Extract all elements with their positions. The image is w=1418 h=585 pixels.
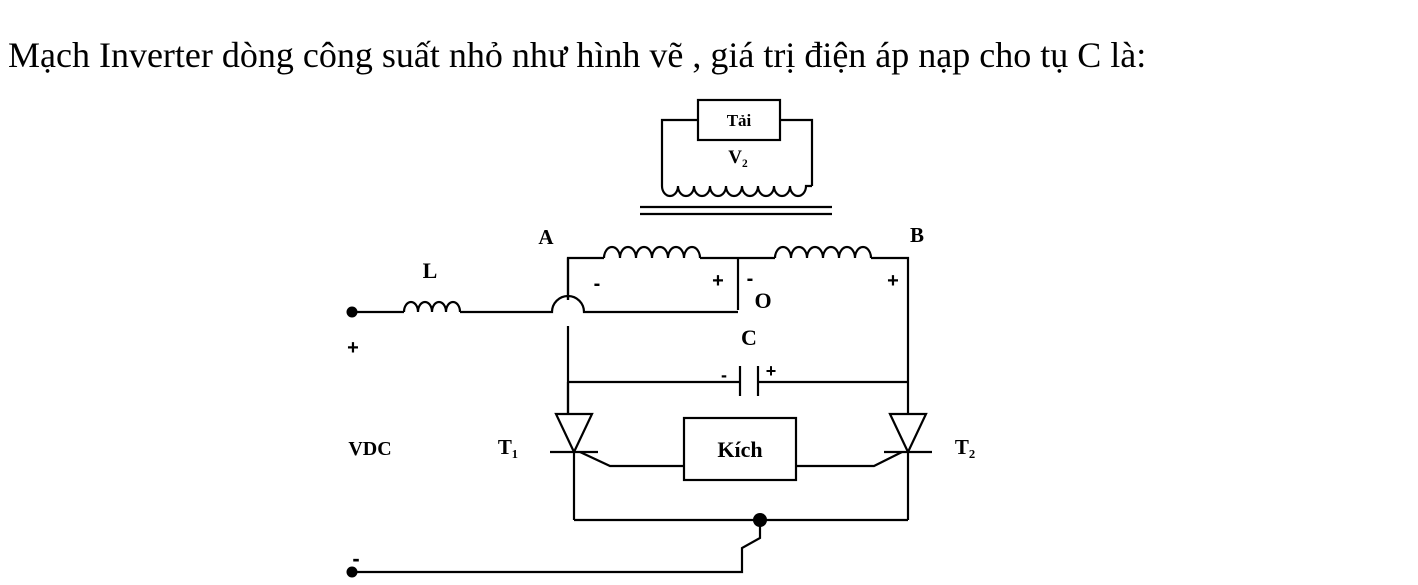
thyristor-t2 bbox=[796, 382, 932, 520]
winding-b-minus-sign: - bbox=[747, 268, 754, 290]
negative-terminal bbox=[346, 566, 358, 578]
primary-right-lead bbox=[871, 256, 910, 382]
input-inductor bbox=[346, 294, 738, 318]
trigger-label: Kích bbox=[717, 437, 762, 462]
question-text: Mạch Inverter dòng công suất nhỏ như hìn… bbox=[8, 35, 1147, 75]
vdc-label: VDC bbox=[348, 438, 391, 460]
return-path bbox=[346, 513, 908, 578]
primary-coil-right bbox=[773, 245, 873, 259]
secondary-leads bbox=[660, 118, 814, 186]
t1-gate-wire bbox=[579, 451, 684, 468]
transformer-core bbox=[640, 205, 832, 216]
winding-a-plus-sign: + bbox=[712, 270, 724, 292]
primary-coil-left bbox=[602, 245, 702, 259]
t2-label: T₂ bbox=[955, 435, 975, 459]
trigger-box: Kích bbox=[682, 416, 798, 482]
capacitor-plus-sign: + bbox=[766, 361, 777, 381]
node-o-label: O bbox=[754, 288, 771, 313]
positive-terminal bbox=[346, 306, 358, 318]
node-b-label: B bbox=[910, 223, 924, 247]
thyristor-t1 bbox=[550, 382, 684, 520]
inductor-to-center-tap-wire bbox=[460, 294, 738, 314]
load-secondary-winding: Tải V₂ bbox=[660, 98, 814, 198]
winding-b-plus-sign: + bbox=[887, 270, 899, 292]
winding-a-minus-sign: - bbox=[594, 273, 601, 295]
inductor-label: L bbox=[423, 258, 438, 283]
capacitor-minus-sign: - bbox=[721, 365, 727, 385]
node-a-label: A bbox=[538, 225, 554, 249]
primary-winding bbox=[566, 245, 910, 382]
capacitor-label: C bbox=[741, 325, 757, 350]
t2-gate-wire bbox=[796, 451, 903, 468]
secondary-voltage-label: V₂ bbox=[728, 147, 748, 168]
inductor-coil bbox=[402, 300, 462, 313]
source-minus-sign: - bbox=[352, 546, 359, 571]
secondary-coil bbox=[660, 184, 812, 198]
source-plus-sign: + bbox=[347, 337, 359, 359]
capacitor bbox=[568, 366, 908, 396]
t1-label: T₁ bbox=[498, 435, 518, 459]
load-label: Tải bbox=[727, 111, 752, 130]
